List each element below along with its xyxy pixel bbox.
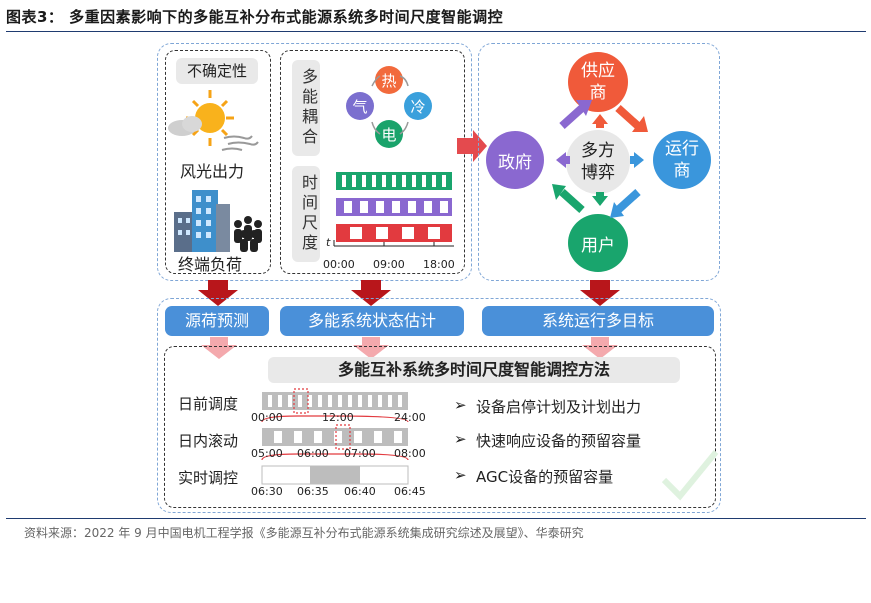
intraday-tick: 05:00 [251, 447, 283, 460]
coupling-label: 多能耦合 [292, 60, 320, 156]
state-estimation-bar: 多能系统状态估计 [280, 306, 464, 336]
time-scale-label: 时间尺度 [292, 166, 320, 262]
intraday-tick: 08:00 [394, 447, 426, 460]
time-scale-bars [333, 172, 454, 247]
coupling-timescale-box [280, 50, 465, 274]
figure-title: 图表3： 多重因素影响下的多能互补分布式能源系统多时间尺度智能调控 [6, 8, 504, 26]
uncertainty-label: 不确定性 [176, 58, 258, 84]
bullet-marker: ➢ [454, 430, 467, 448]
source-rule [6, 518, 866, 519]
right-arrow-icon [457, 130, 487, 162]
user-node: 用户 [568, 214, 628, 272]
pink-down-arrow-icon [582, 337, 618, 359]
day-ahead-tick: 00:00 [251, 411, 283, 424]
schedule-timelines [261, 388, 409, 485]
axis-t-label: t [326, 236, 331, 249]
gas-energy-node: 气 [346, 92, 374, 120]
day-ahead-tick: 24:00 [394, 411, 426, 424]
intraday-tick: 06:00 [297, 447, 329, 460]
method-container [157, 298, 721, 513]
title-rule [6, 31, 866, 32]
realtime-tick: 06:35 [297, 485, 329, 498]
operator-node: 运行商 [653, 131, 711, 189]
cold-energy-node: 冷 [404, 92, 432, 120]
government-node: 政府 [486, 131, 544, 189]
bullet-item: 设备启停计划及计划出力 [476, 398, 642, 416]
bullet-marker: ➢ [454, 466, 467, 484]
down-arrow-icon [198, 280, 238, 306]
intraday-tick: 07:00 [344, 447, 376, 460]
uncertainty-box [165, 50, 271, 274]
sun-cloud-wind-icon [168, 90, 259, 151]
time-tick: 00:00 [323, 258, 355, 271]
factors-container [157, 43, 472, 281]
source-note: 资料来源：2022 年 9 月中国电机工程学报《多能源互补分布式能源系统集成研究… [24, 526, 584, 540]
wind-solar-label: 风光出力 [180, 162, 245, 181]
terminal-load-label: 终端负荷 [178, 255, 243, 274]
realtime-control-label: 实时调控 [178, 469, 239, 487]
time-tick: 09:00 [373, 258, 405, 271]
day-ahead-tick: 12:00 [322, 411, 354, 424]
realtime-tick: 06:30 [251, 485, 283, 498]
bullet-item: 快速响应设备的预留容量 [476, 432, 642, 450]
realtime-tick: 06:40 [344, 485, 376, 498]
energy-cycle-arrows [371, 75, 409, 135]
realtime-tick: 06:45 [394, 485, 426, 498]
source-load-forecast-bar: 源荷预测 [165, 306, 269, 336]
pink-down-arrow-icon [353, 337, 389, 359]
time-tick: 18:00 [423, 258, 455, 271]
watermark-check-icon [661, 450, 719, 501]
intraday-rolling-label: 日内滚动 [178, 432, 239, 450]
method-title: 多能互补系统多时间尺度智能调控方法 [268, 357, 680, 383]
day-ahead-label: 日前调度 [178, 395, 239, 413]
game-cycle-arrows [552, 100, 648, 218]
down-arrow-icon [580, 280, 620, 306]
bullet-item: AGC设备的预留容量 [476, 468, 614, 486]
pink-down-arrow-icon [201, 337, 237, 359]
bullet-marker: ➢ [454, 396, 467, 414]
multi-party-game-node: 多方博弈 [566, 130, 630, 194]
building-people-icon [174, 190, 262, 252]
down-arrow-icon [351, 280, 391, 306]
heat-energy-node: 热 [375, 66, 403, 94]
multi-objective-bar: 系统运行多目标 [482, 306, 714, 336]
method-box [164, 346, 716, 508]
